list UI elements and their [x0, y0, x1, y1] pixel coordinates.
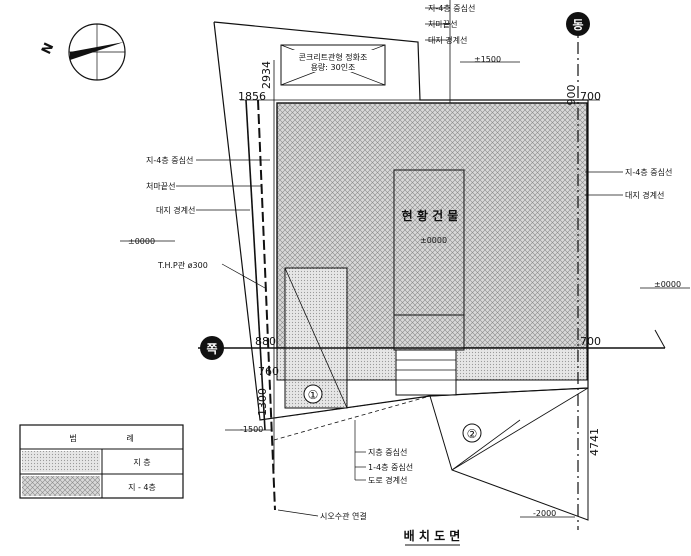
thp-label: T.H.P관 ø300 [157, 260, 208, 270]
dim-mid-left: 880 [255, 335, 276, 348]
left-eaves: 처마끝선 [146, 182, 175, 191]
marker-one: ① [308, 388, 319, 402]
area-2 [429, 387, 589, 521]
left-center-line: 지-4층 중심선 [146, 155, 193, 165]
septic-tank-box [280, 44, 386, 86]
dim-top-left-vertical: 2934 [260, 61, 273, 89]
septic-label-1: 콘크리트관형 정화조 [299, 52, 368, 62]
center-level: ±0000 [420, 236, 447, 245]
top-center-line: 지-4층 중심선 [428, 3, 475, 13]
dim-top-right-vertical: 900 [565, 85, 578, 106]
svg-text:N: N [39, 41, 57, 57]
bottom-floor-line: 1-4층 중심선 [368, 462, 413, 472]
dim-top-left-horizontal: 1856 [238, 90, 266, 103]
stairs [395, 349, 457, 396]
bottom-pipe: 시오수관 연결 [320, 511, 367, 521]
legend-header-col2: 례 [126, 433, 133, 443]
existing-building [393, 169, 465, 351]
marker-two: ② [467, 427, 478, 441]
top-eaves: 처마끝선 [428, 20, 457, 29]
legend-row2: 지 - 4층 [128, 483, 156, 492]
left-boundary: 대지 경계선 [156, 205, 195, 215]
building-name: 현 황 건 물 [402, 208, 459, 223]
dim-right-lower-vertical: 4741 [588, 428, 601, 456]
svg-text:쪽: 쪽 [206, 342, 217, 356]
axis-marker-west: 쪽 [200, 336, 224, 360]
bottom-level: -2000 [533, 509, 556, 518]
axis-marker-north: 동 [566, 12, 590, 36]
legend [19, 424, 184, 499]
drawing-title: 배 치 도 면 [404, 528, 461, 543]
dim-top-right: 700 [580, 90, 601, 103]
dim-left-small: 760 [258, 365, 279, 378]
svg-text:동: 동 [572, 18, 583, 32]
dim-mid-right: 700 [580, 335, 601, 348]
dim-left-lower-vertical: 1300 [256, 388, 269, 416]
bottom-center-line: 지층 중심선 [368, 447, 407, 457]
lower-left-level: -1500 [240, 425, 263, 434]
septic-label-2: 용량: 30인조 [311, 62, 356, 72]
structure-1 [284, 267, 348, 409]
right-boundary: 대지 경계선 [625, 190, 664, 200]
bottom-road: 도로 경계선 [368, 475, 407, 485]
top-boundary: 대지 경계선 [428, 35, 467, 45]
right-level: ±0000 [654, 280, 681, 289]
north-arrow-icon: N [39, 23, 126, 81]
top-level: ±1500 [474, 55, 501, 64]
legend-header-col1: 범 [69, 433, 76, 443]
left-level: ±0000 [128, 237, 155, 246]
right-center-line: 지-4층 중심선 [625, 167, 672, 177]
legend-row1: 지 층 [133, 458, 150, 467]
